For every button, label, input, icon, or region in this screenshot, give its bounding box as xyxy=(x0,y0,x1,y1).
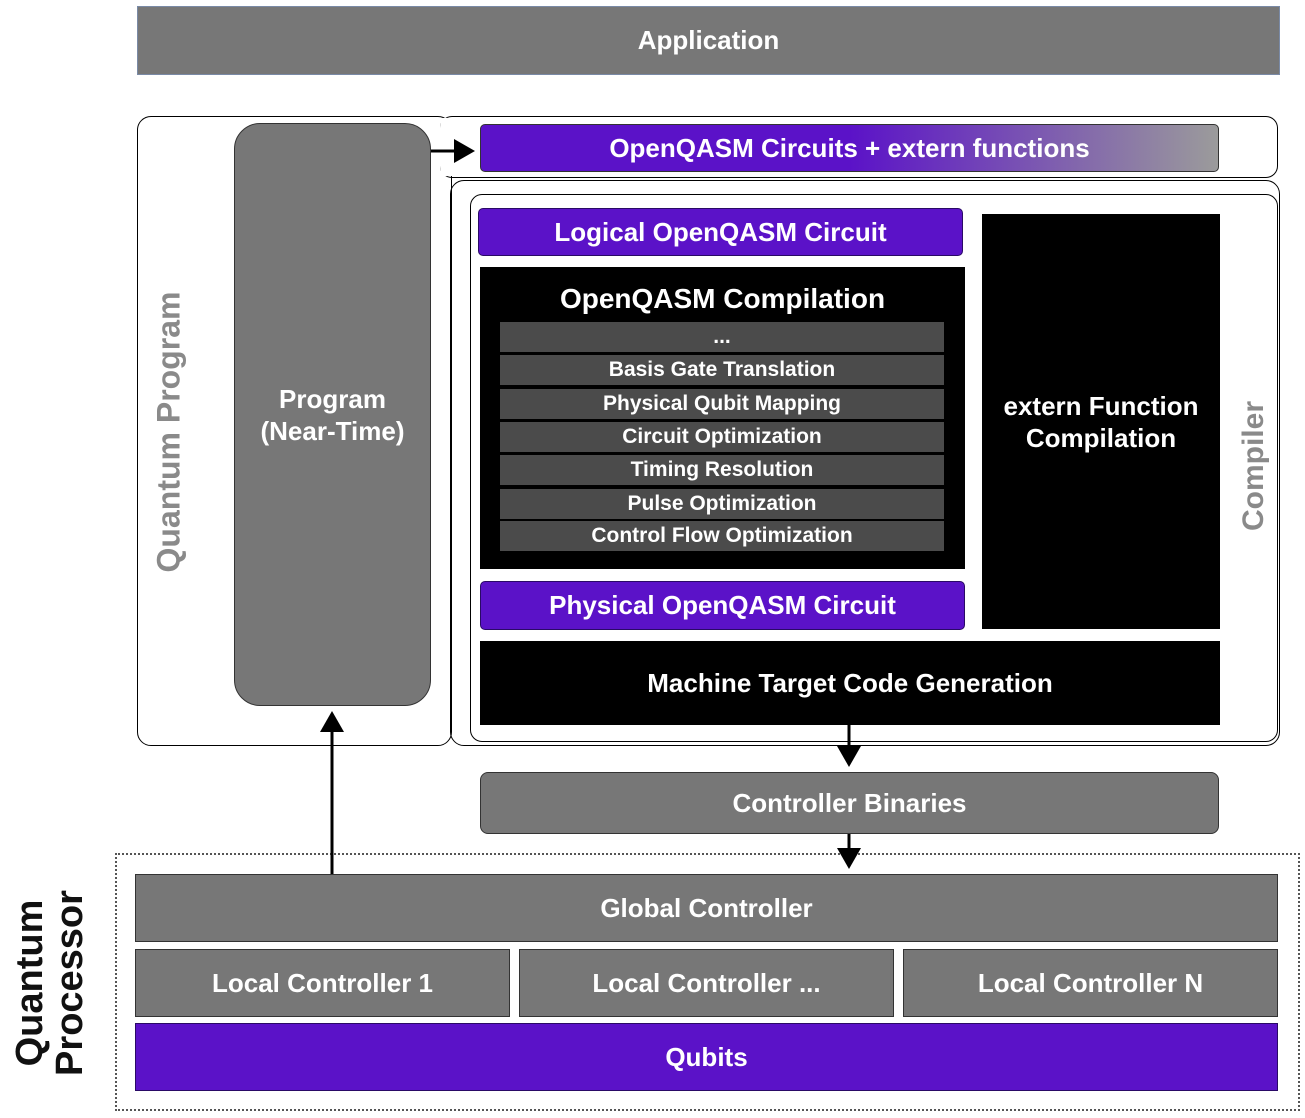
quantum-program-top-strip xyxy=(440,116,1278,178)
compilation-pass-label: Pulse Optimization xyxy=(627,492,817,515)
compilation-pass-label: Timing Resolution xyxy=(630,458,814,481)
openqasm-circuits-extern-box: OpenQASM Circuits + extern functions xyxy=(480,124,1219,172)
logical-openqasm-circuit-label: Logical OpenQASM Circuit xyxy=(554,216,887,247)
logical-openqasm-circuit-box: Logical OpenQASM Circuit xyxy=(478,208,963,256)
local-controller-box: Local Controller N xyxy=(903,949,1278,1017)
compilation-pass-label: Circuit Optimization xyxy=(622,425,822,448)
application-box: Application xyxy=(137,6,1280,75)
compilation-pass-label: Control Flow Optimization xyxy=(591,524,853,547)
compilation-pass: Physical Qubit Mapping xyxy=(500,389,944,419)
extern-function-compilation-box: extern Function Compilation xyxy=(982,214,1220,629)
local-controller-label: Local Controller 1 xyxy=(211,967,434,998)
controller-binaries-box: Controller Binaries xyxy=(480,772,1219,834)
global-controller-label: Global Controller xyxy=(600,892,813,923)
application-label: Application xyxy=(637,25,780,55)
local-controller-box: Local Controller ... xyxy=(519,949,894,1017)
compilation-pass: Pulse Optimization xyxy=(500,489,944,519)
controller-binaries-label: Controller Binaries xyxy=(732,787,967,818)
compilation-pass: Control Flow Optimization xyxy=(500,521,944,551)
strip-joint xyxy=(441,118,453,176)
compilation-pass: Basis Gate Translation xyxy=(500,355,944,385)
local-controller-box: Local Controller 1 xyxy=(135,949,510,1017)
compilation-pass-label: Basis Gate Translation xyxy=(608,358,836,381)
physical-openqasm-circuit-box: Physical OpenQASM Circuit xyxy=(480,581,965,630)
compilation-pass: ... xyxy=(500,322,944,352)
compiler-outer-container xyxy=(450,180,1280,746)
program-near-time-label: Program (Near-Time) xyxy=(260,383,405,446)
quantum-program-container xyxy=(137,116,452,746)
compilation-pass-label: Physical Qubit Mapping xyxy=(602,392,842,415)
qubits-box: Qubits xyxy=(135,1023,1278,1091)
compilation-pass: Timing Resolution xyxy=(500,455,944,485)
machine-target-code-generation-box: Machine Target Code Generation xyxy=(480,641,1220,725)
compilation-pass: Circuit Optimization xyxy=(500,422,944,452)
global-controller-box: Global Controller xyxy=(135,874,1278,942)
local-controller-label: Local Controller N xyxy=(977,967,1204,998)
local-controller-label: Local Controller ... xyxy=(592,967,821,998)
physical-openqasm-circuit-label: Physical OpenQASM Circuit xyxy=(549,590,896,620)
compiler-container xyxy=(470,194,1278,742)
quantum-processor-container xyxy=(115,853,1300,1111)
openqasm-circuits-extern-label: OpenQASM Circuits + extern functions xyxy=(609,132,1090,163)
openqasm-compilation-title: OpenQASM Compilation xyxy=(559,283,886,314)
compilation-pass-label: ... xyxy=(713,325,731,348)
machine-target-code-generation-label: Machine Target Code Generation xyxy=(647,667,1053,698)
qubits-label: Qubits xyxy=(665,1041,748,1072)
extern-function-compilation-label: extern Function Compilation xyxy=(1003,390,1199,453)
program-near-time-box: Program (Near-Time) xyxy=(234,123,431,706)
